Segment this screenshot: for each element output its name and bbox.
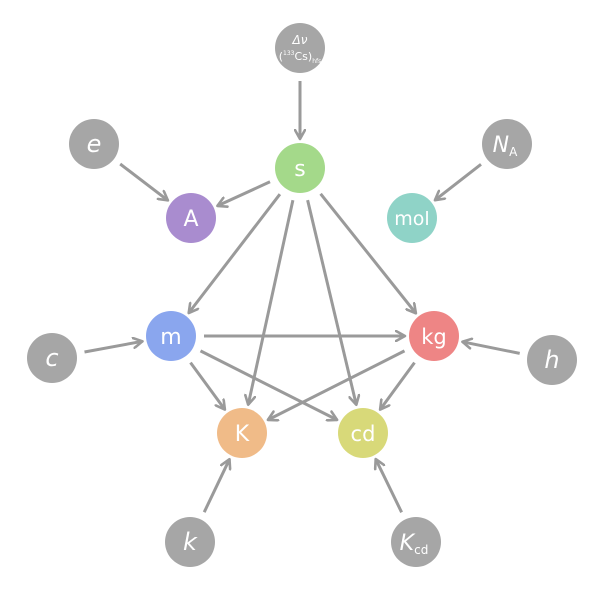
unit-node-metre: m [146, 311, 196, 361]
arrow-s-to-kg [319, 192, 416, 313]
unit-node-s: s [275, 143, 325, 193]
unit-label-kilogram: kg [421, 325, 447, 349]
unit-node-candela: cd [338, 408, 388, 458]
constant-node-planck: h [527, 335, 577, 385]
unit-label-s: s [294, 157, 305, 182]
constant-label-boltzmann: k [183, 528, 198, 556]
luminous-efficacy-symbol: K [400, 531, 416, 556]
luminous-efficacy-subscript: cd [414, 543, 428, 557]
unit-node-ampere: A [166, 193, 216, 243]
constant-node-avogadro: NA [482, 119, 532, 169]
unit-circle-mole [387, 193, 437, 243]
arrow-c-to-m [84, 341, 143, 354]
unit-circle-candela [338, 408, 388, 458]
constant-circle-avogadro [482, 119, 532, 169]
caesium-subscript: hfs [312, 58, 321, 65]
arrow-kcd-to-cd [376, 459, 403, 513]
arrow-s-to-k [248, 199, 295, 405]
unit-circle-kilogram [409, 311, 459, 361]
arrow-m-to-cd [199, 349, 338, 420]
caesium-open-paren: ( [279, 50, 283, 63]
arrow-s-to-a [217, 180, 271, 206]
constant-label-planck: h [544, 346, 559, 374]
unit-circle-s [275, 143, 325, 193]
arrow-kg-to-cd [380, 361, 416, 410]
constant-node-boltzmann: k [165, 517, 215, 567]
unit-label-kelvin: K [235, 422, 250, 447]
arrow-m-to-k [189, 361, 225, 410]
constant-node-elementary-charge: e [69, 119, 119, 169]
constant-label-avogadro: NA [493, 133, 518, 159]
unit-circle-ampere [166, 193, 216, 243]
unit-label-mole: mol [394, 208, 429, 230]
constant-label-elementary-charge: e [87, 130, 102, 158]
constant-label-luminous-efficacy: Kcd [400, 531, 429, 557]
constant-circle-boltzmann [165, 517, 215, 567]
constant-label-speed-of-light: c [45, 344, 58, 372]
unit-node-mole: mol [387, 193, 437, 243]
arrow-na-to-mol [435, 163, 482, 200]
avogadro-subscript: A [509, 145, 518, 159]
caesium-mass-number: 133 [283, 50, 295, 57]
unit-label-candela: cd [351, 422, 376, 446]
avogadro-symbol: N [493, 133, 509, 158]
constant-circle-caesium-frequency [275, 23, 325, 73]
arrow-k-to-k [202, 459, 229, 513]
caesium-close-paren: ) [308, 50, 312, 63]
unit-node-kilogram: kg [409, 311, 459, 361]
arrow-s-to-cd [306, 199, 357, 405]
constant-circle-luminous-efficacy [391, 517, 441, 567]
constant-node-caesium-frequency: Δν (133Cs)hfs [275, 23, 325, 73]
constant-circle-elementary-charge [69, 119, 119, 169]
arrow-e-to-a [119, 162, 168, 200]
arrow-kg-to-k [268, 349, 406, 420]
arrow-h-to-kg [462, 342, 520, 355]
arrow-s-to-m [189, 193, 282, 313]
unit-node-kelvin: K [217, 408, 267, 458]
unit-label-ampere: A [183, 207, 198, 232]
unit-circle-metre [146, 311, 196, 361]
constant-circle-planck [527, 335, 577, 385]
dependency-arrows [84, 81, 520, 513]
caesium-element: Cs [294, 50, 308, 63]
constant-node-speed-of-light: c [27, 333, 77, 383]
constant-sublabel-caesium-frequency: (133Cs)hfs [279, 50, 322, 65]
constant-node-luminous-efficacy: Kcd [391, 517, 441, 567]
constant-label-caesium-frequency: Δν [292, 33, 308, 47]
unit-label-metre: m [160, 325, 181, 350]
unit-circle-kelvin [217, 408, 267, 458]
constant-circle-speed-of-light [27, 333, 77, 383]
